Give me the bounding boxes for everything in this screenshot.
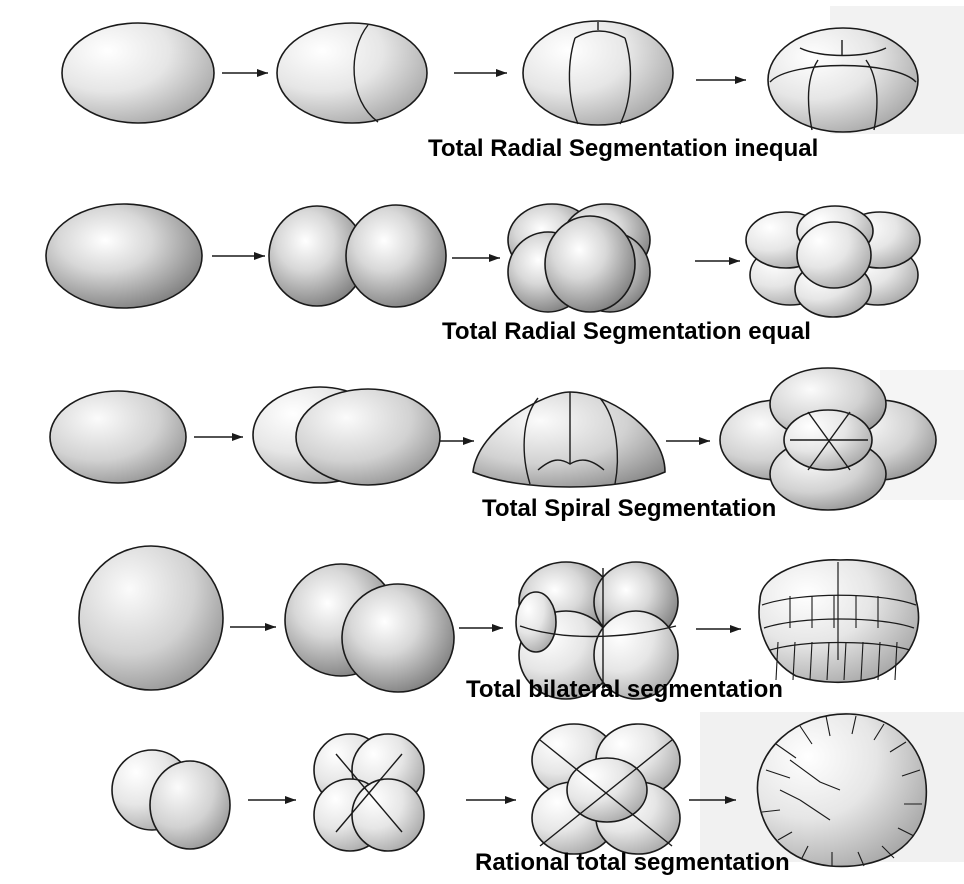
embryo-cell-icon	[277, 23, 427, 123]
embryo-cell-icon	[797, 222, 871, 288]
embryo-cell-icon	[545, 216, 635, 312]
embryo-cell-icon	[523, 21, 673, 125]
caption-spiral: Total Spiral Segmentation	[482, 497, 776, 521]
embryo-cell-icon	[50, 391, 186, 483]
caption-bilateral: Total bilateral segmentation	[466, 678, 783, 702]
embryo-cell-icon	[62, 23, 214, 123]
caption-rotational: Rational total segmentation	[475, 851, 790, 875]
embryo-cell-icon	[296, 389, 440, 485]
embryo-cell-icon	[567, 758, 647, 822]
embryo-cell-icon	[759, 560, 919, 682]
embryo-cell-icon	[768, 28, 918, 132]
embryo-cell-icon	[46, 204, 202, 308]
embryo-cell-icon	[342, 584, 454, 692]
embryo-cell-icon	[150, 761, 230, 849]
embryo-cell-icon	[79, 546, 223, 690]
embryo-cell-icon	[516, 592, 556, 652]
embryo-cell-icon	[346, 205, 446, 307]
caption-radial-inequal: Total Radial Segmentation inequal	[428, 137, 818, 161]
embryo-cell-icon	[757, 714, 926, 867]
caption-radial-equal: Total Radial Segmentation equal	[442, 320, 811, 344]
